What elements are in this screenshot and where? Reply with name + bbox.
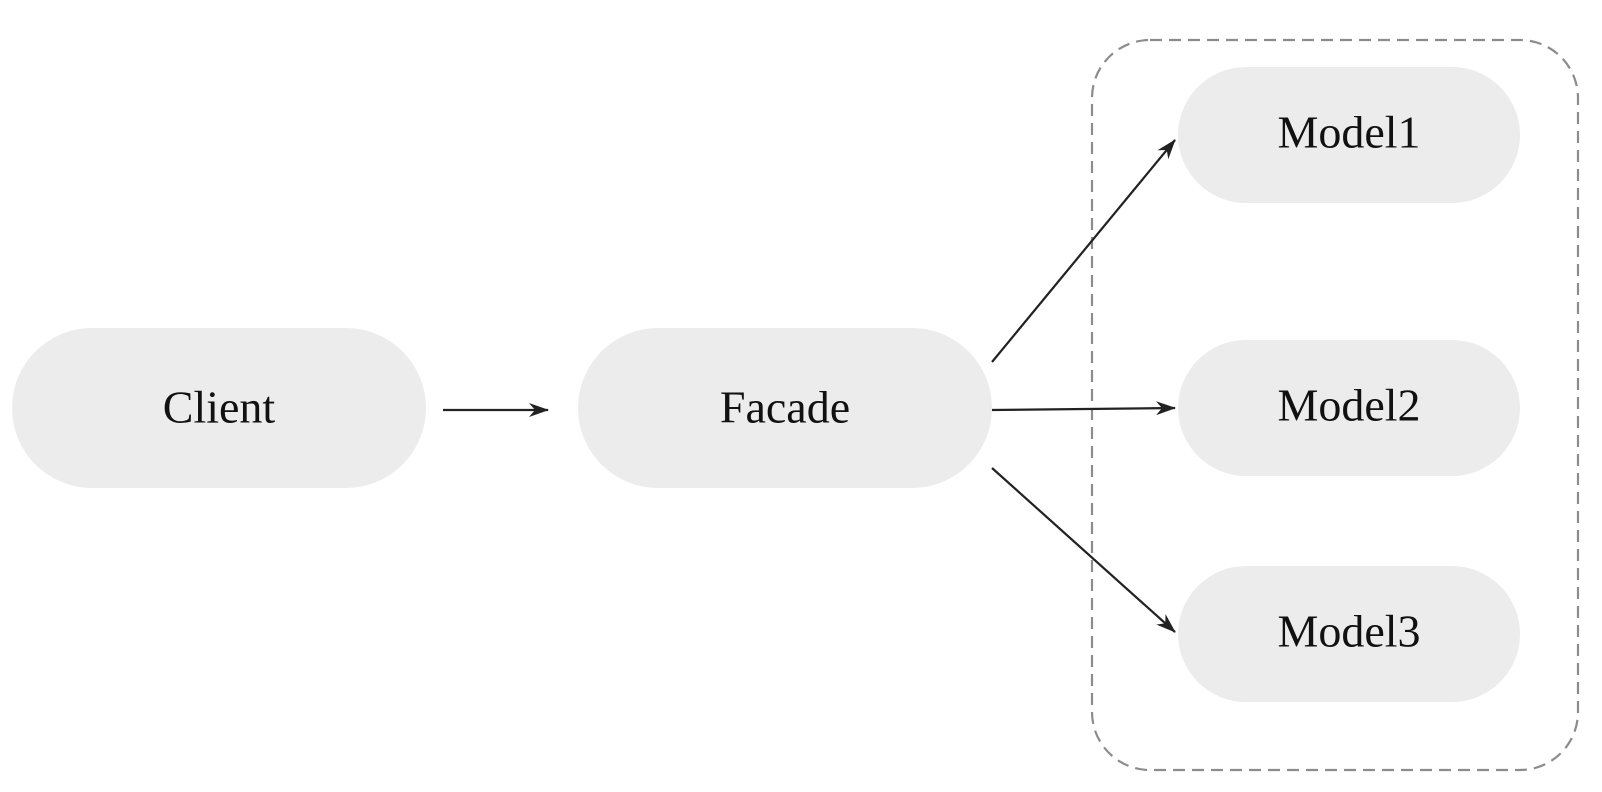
edge-facade-to-model3 xyxy=(991,467,1176,633)
node-client-label: Client xyxy=(163,382,276,433)
node-model1[interactable]: Model1 xyxy=(1178,67,1520,203)
node-model2-shape xyxy=(1178,340,1520,476)
node-model2[interactable]: Model2 xyxy=(1178,340,1520,476)
node-model3-label: Model3 xyxy=(1277,606,1420,657)
node-facade-label: Facade xyxy=(720,382,850,433)
node-model1-label: Model1 xyxy=(1277,107,1420,158)
node-model3[interactable]: Model3 xyxy=(1178,566,1520,702)
node-model2-label: Model2 xyxy=(1277,380,1420,431)
node-model3-shape xyxy=(1178,566,1520,702)
subsystem-group xyxy=(1090,38,1580,772)
node-facade-shape xyxy=(578,328,992,488)
edge-facade-to-model2 xyxy=(991,401,1176,416)
node-facade[interactable]: Facade xyxy=(578,328,992,488)
node-client-shape xyxy=(12,328,426,488)
node-model1-shape xyxy=(1178,67,1520,203)
edge-facade-to-model1 xyxy=(991,139,1176,363)
node-client[interactable]: Client xyxy=(12,328,426,488)
